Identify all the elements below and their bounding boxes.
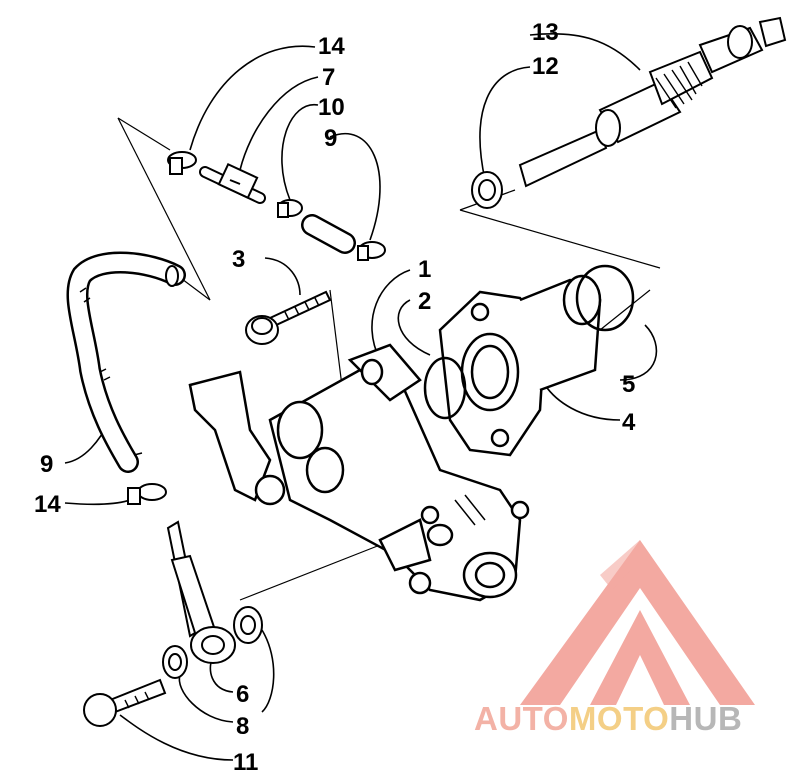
callout-9-top: 9 xyxy=(324,125,337,152)
watermark-logo-icon xyxy=(520,540,755,705)
watermark-text: AUTOMOTOHUB xyxy=(474,700,742,738)
leader-lines xyxy=(64,32,658,761)
callout-5: 5 xyxy=(622,371,635,398)
callout-10: 10 xyxy=(318,94,345,121)
callout-14-top: 14 xyxy=(318,33,345,60)
callout-12: 12 xyxy=(532,53,559,80)
banjo-fitting-assembly xyxy=(83,520,263,727)
drive-shaft-13 xyxy=(471,16,787,209)
oil-pump-body xyxy=(188,343,530,602)
callout-8: 8 xyxy=(236,713,249,740)
hose-9-left xyxy=(66,251,186,473)
fuel-line-kit xyxy=(167,151,386,261)
callout-14-left: 14 xyxy=(34,491,61,518)
watermark-auto: AUTO xyxy=(474,700,569,737)
bolt-3 xyxy=(245,290,332,345)
callout-labels: 14 7 10 9 13 12 3 1 2 5 4 9 14 6 8 11 xyxy=(34,19,636,776)
callout-6: 6 xyxy=(236,681,249,708)
callout-13: 13 xyxy=(532,19,559,46)
callout-9-left: 9 xyxy=(40,451,53,478)
callout-7: 7 xyxy=(322,64,335,91)
callout-11: 11 xyxy=(233,749,258,776)
callout-2: 2 xyxy=(418,288,431,315)
flange-housing-4 xyxy=(423,264,635,457)
watermark-moto: MOTO xyxy=(568,700,670,737)
clamp-14-lower xyxy=(127,483,167,505)
callout-4: 4 xyxy=(622,409,636,436)
callout-1: 1 xyxy=(418,256,431,283)
watermark-hub: HUB xyxy=(669,700,743,737)
callout-3: 3 xyxy=(232,246,245,273)
